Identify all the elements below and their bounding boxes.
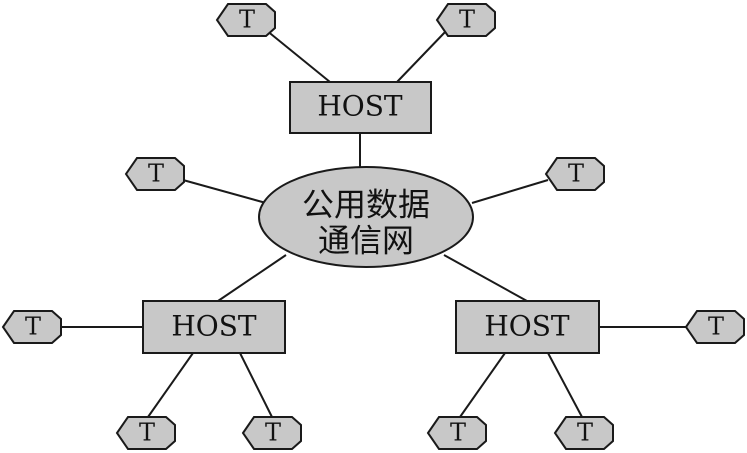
terminal-center-left: T [124,157,185,191]
link-top-host-to-terminal-a [265,29,331,83]
terminal-left-b: T [241,416,302,450]
host-label: HOST [317,90,403,123]
terminal-label: T [239,6,255,34]
terminal-label: T [148,160,164,188]
network-ellipse [258,166,474,268]
terminal-shape [684,310,745,344]
link-center-to-left-host [217,254,287,302]
host-left: HOST [142,300,286,354]
terminal-right-b: T [553,416,614,450]
terminal-top-a: T [215,3,276,37]
terminal-label: T [139,419,155,447]
link-center-to-terminal-left [182,179,267,204]
terminal-label: T [568,160,584,188]
terminal-shape [241,416,302,450]
terminal-shape [544,157,605,191]
link-top-host-to-terminal-b [396,29,448,83]
host-label: HOST [484,310,570,343]
terminal-shape [553,416,614,450]
terminal-right-a: T [426,416,487,450]
host-box [289,81,432,134]
terminal-shape [435,3,496,37]
host-label: HOST [171,310,257,343]
terminal-shape [215,3,276,37]
terminal-shape [115,416,176,450]
link-left-host-to-terminal-a [147,352,194,418]
terminal-shape [426,416,487,450]
terminal-shape [124,157,185,191]
link-center-to-right-host [443,254,528,302]
terminal-label: T [25,313,41,341]
host-box [455,300,600,354]
terminal-top-b: T [435,3,496,37]
terminal-label: T [459,6,475,34]
terminal-shape [1,310,62,344]
host-top: HOST [289,81,432,134]
network-label-line1: 公用数据 [302,186,430,224]
public-data-network: 公用数据 通信网 [258,166,474,268]
link-right-host-to-terminal-b [547,352,583,418]
host-box [142,300,286,354]
terminal-left-side: T [1,310,62,344]
connection-lines [60,29,687,418]
terminal-left-a: T [115,416,176,450]
terminal-label: T [708,313,724,341]
link-left-host-to-terminal-b [239,352,273,418]
terminal-center-right: T [544,157,605,191]
terminal-right-side: T [684,310,745,344]
link-center-to-terminal-right [471,179,549,204]
terminal-label: T [577,419,593,447]
link-right-host-to-terminal-a [459,352,506,418]
terminal-label: T [450,419,466,447]
network-label-line2: 通信网 [318,222,414,260]
terminal-label: T [265,419,281,447]
host-right: HOST [455,300,600,354]
